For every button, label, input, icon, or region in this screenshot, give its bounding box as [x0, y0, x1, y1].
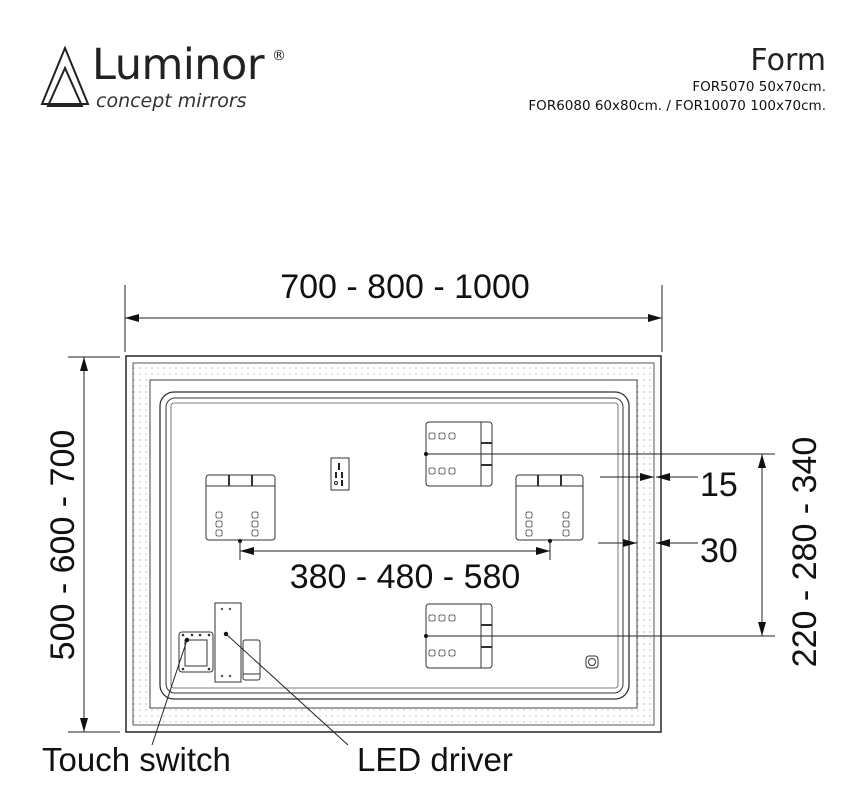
led-driver [214, 602, 242, 683]
touch-switch [178, 631, 214, 673]
led-driver-leader [225, 633, 349, 746]
bracket-horizontal-dimension: 380 - 480 - 580 [239, 541, 551, 596]
width-label: 700 - 800 - 1000 [280, 268, 530, 306]
height-label: 500 - 600 - 700 [44, 430, 82, 661]
offset-15-label: 15 [700, 466, 738, 504]
product-header: Form FOR5070 50x70cm. FOR6080 60x80cm. /… [528, 44, 826, 116]
led-driver-label: LED driver [357, 741, 513, 778]
touch-switch-label: Touch switch [42, 741, 231, 778]
brand-tagline: concept mirrors [96, 90, 247, 112]
offset-30-label: 30 [700, 532, 738, 570]
socket-icon [330, 457, 350, 491]
round-button-icon [585, 655, 599, 669]
height-dimension: 500 - 600 - 700 [44, 356, 120, 733]
model-line-1: FOR5070 50x70cm. [692, 79, 826, 95]
bracket-vertical-label: 220 - 280 - 340 [786, 437, 824, 668]
bracket-horizontal-label: 380 - 480 - 580 [290, 558, 521, 596]
connector-box [242, 639, 261, 681]
brand-name: Luminor [92, 40, 265, 90]
bracket-vertical-dimension: 220 - 280 - 340 [428, 437, 824, 668]
model-line-2: FOR6080 60x80cm. / FOR10070 100x70cm. [528, 98, 826, 114]
bracket-left [205, 474, 276, 543]
offset-30-dimension: 30 [598, 532, 738, 570]
bracket-right [515, 474, 584, 543]
touch-switch-leader [151, 639, 188, 746]
offset-15-dimension: 15 [600, 466, 738, 504]
mirror-frame [125, 355, 662, 733]
width-dimension: 700 - 800 - 1000 [124, 268, 663, 352]
registered-mark: ® [272, 48, 286, 64]
product-title: Form [750, 43, 826, 78]
triangle-logo-icon [40, 46, 90, 107]
